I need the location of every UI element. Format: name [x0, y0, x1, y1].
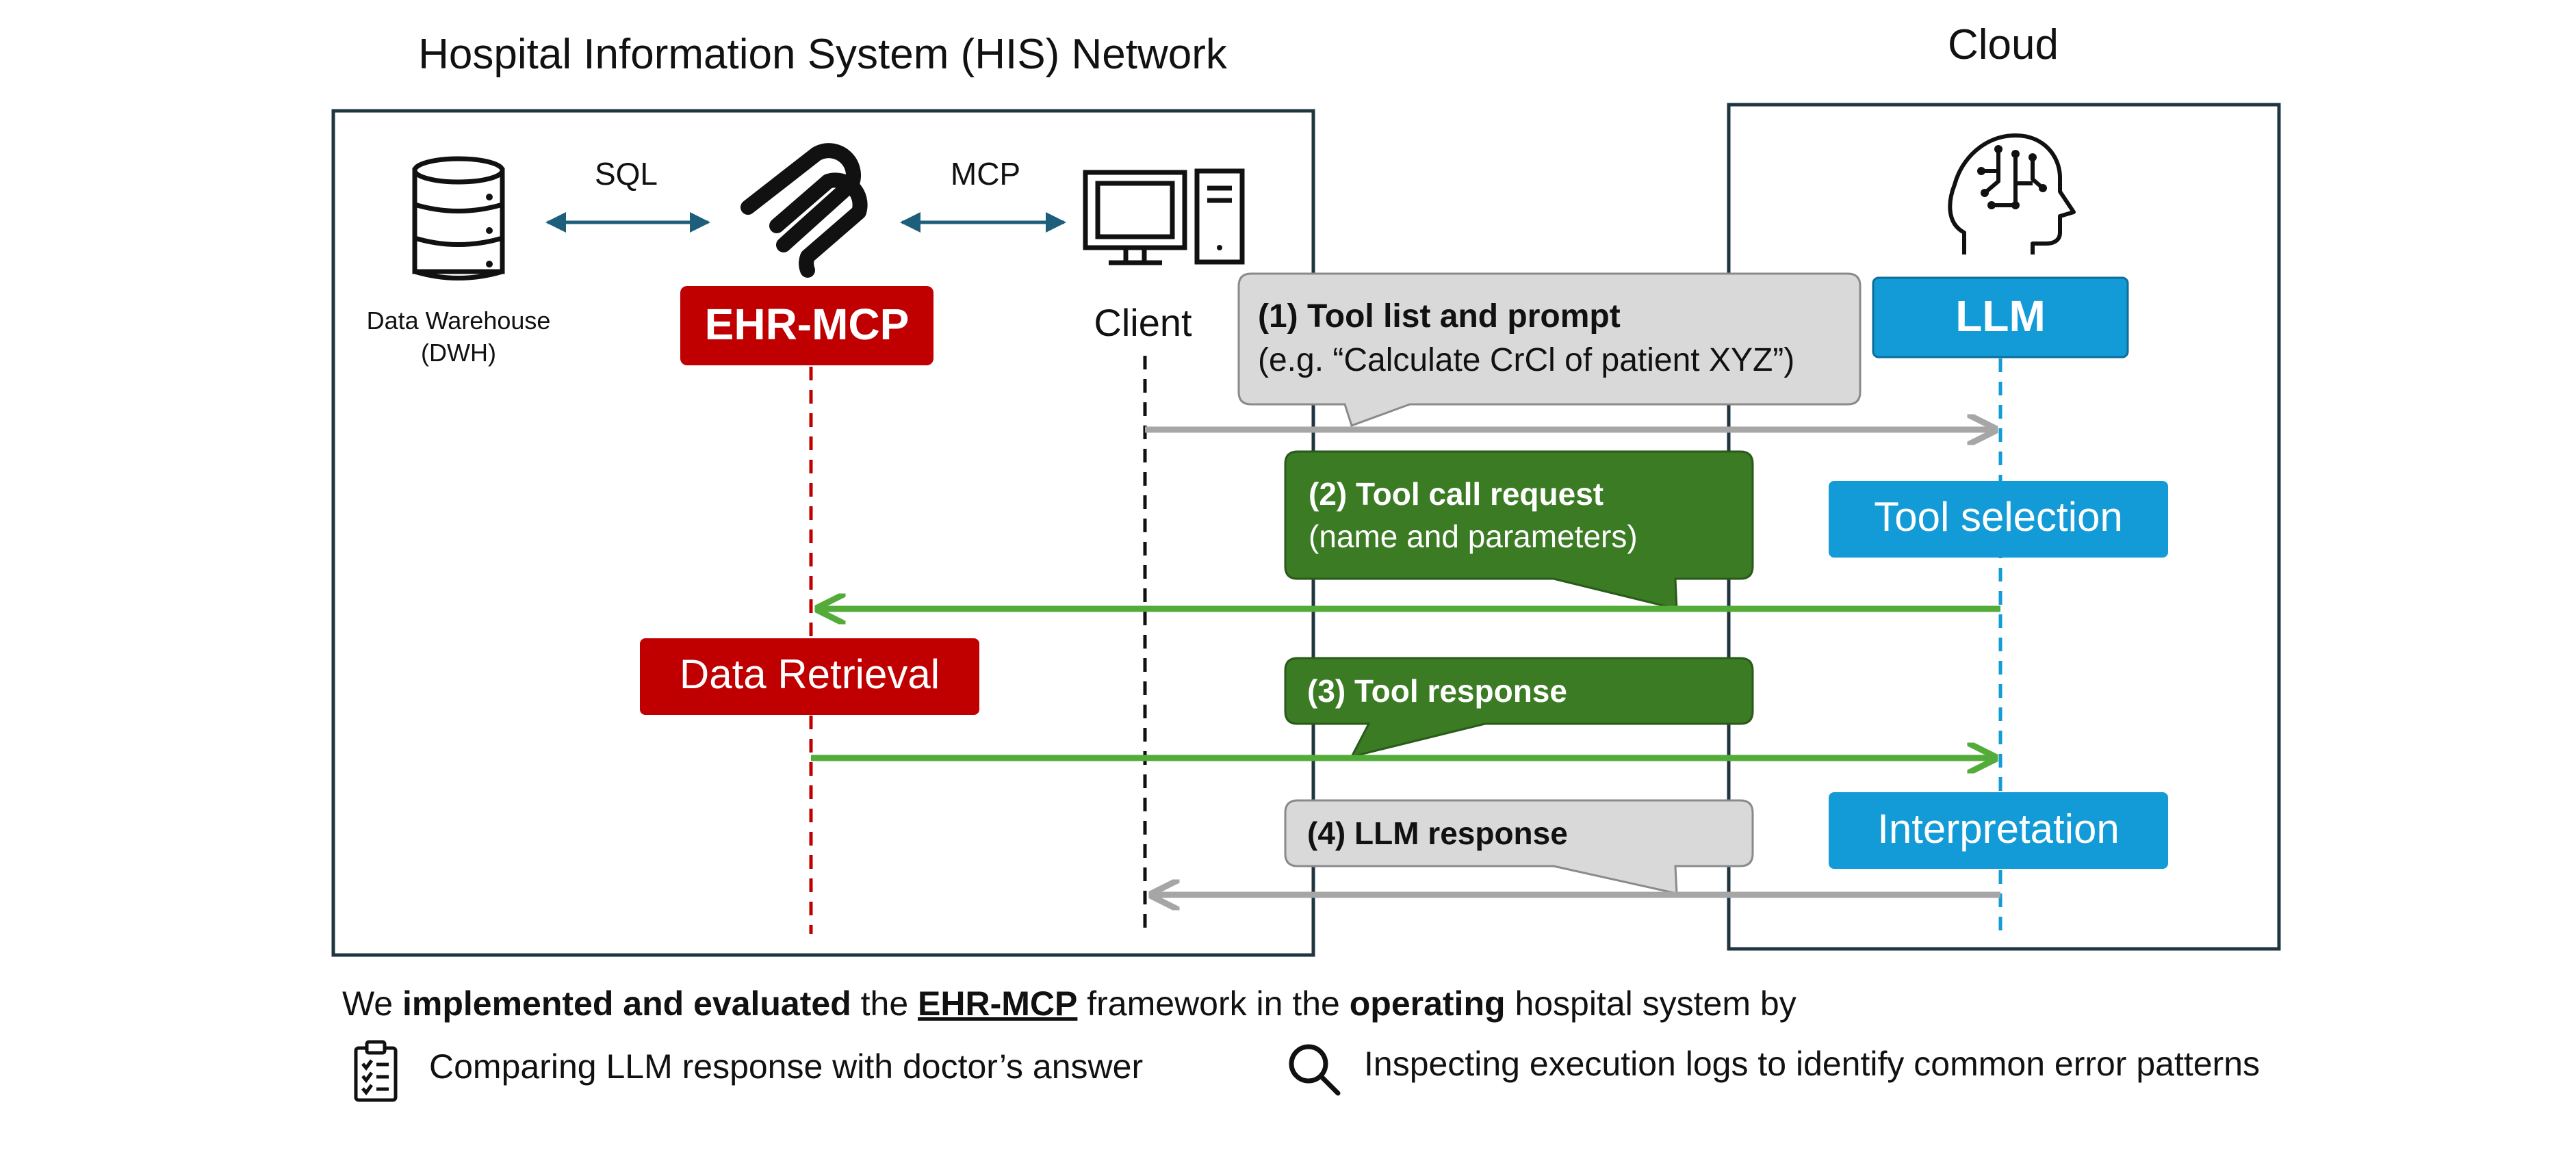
step2-subtitle: (name and parameters): [1309, 519, 1638, 554]
data-retrieval-label: Data Retrieval: [680, 651, 940, 697]
ehr-mcp-box: [680, 286, 933, 365]
database-icon: [412, 156, 505, 280]
clipboard-icon: [354, 1040, 398, 1102]
ehr-mcp-link: EHR-MCP: [918, 984, 1078, 1023]
computer-icon: [1083, 168, 1245, 265]
tool-selection-label: Tool selection: [1874, 494, 2123, 540]
sql-label: SQL: [595, 156, 658, 192]
his-title: Hospital Information System (HIS) Networ…: [418, 31, 1228, 78]
step1-bubble: [1237, 272, 1862, 427]
interpretation-box: [1829, 792, 2168, 869]
llm-box: [1872, 276, 2129, 358]
step3-bubble: [1284, 657, 1754, 759]
summary-sentence: We implemented and evaluated the EHR-MCP…: [342, 984, 1796, 1023]
step2-title: (2) Tool call request: [1309, 476, 1603, 512]
tool-selection-box: [1829, 481, 2168, 558]
evaluation-compare-text: Comparing LLM response with doctor’s ans…: [429, 1047, 1144, 1086]
step3-title: (3) Tool response: [1307, 673, 1567, 709]
client-label: Client: [1094, 301, 1192, 344]
step2-bubble: [1284, 450, 1754, 610]
step4-bubble: [1284, 799, 1754, 895]
interpretation-label: Interpretation: [1877, 806, 2120, 852]
dwh-label-line2: (DWH): [421, 339, 496, 367]
ehr-mcp-label: EHR-MCP: [705, 300, 910, 349]
mcp-label: MCP: [951, 156, 1020, 192]
data-retrieval-box: [640, 638, 979, 715]
dwh-label-line1: Data Warehouse: [367, 306, 551, 335]
mcp-logo-icon: [740, 143, 868, 278]
step1-subtitle: (e.g. “Calculate CrCl of patient XYZ”): [1258, 342, 1794, 378]
evaluation-inspect-text: Inspecting execution logs to identify co…: [1364, 1045, 2261, 1083]
llm-label: LLM: [1955, 291, 2046, 341]
magnifier-icon: [1289, 1044, 1341, 1096]
step1-title: (1) Tool list and prompt: [1258, 298, 1621, 335]
step4-title: (4) LLM response: [1307, 815, 1568, 851]
cloud-title: Cloud: [1948, 21, 2059, 68]
